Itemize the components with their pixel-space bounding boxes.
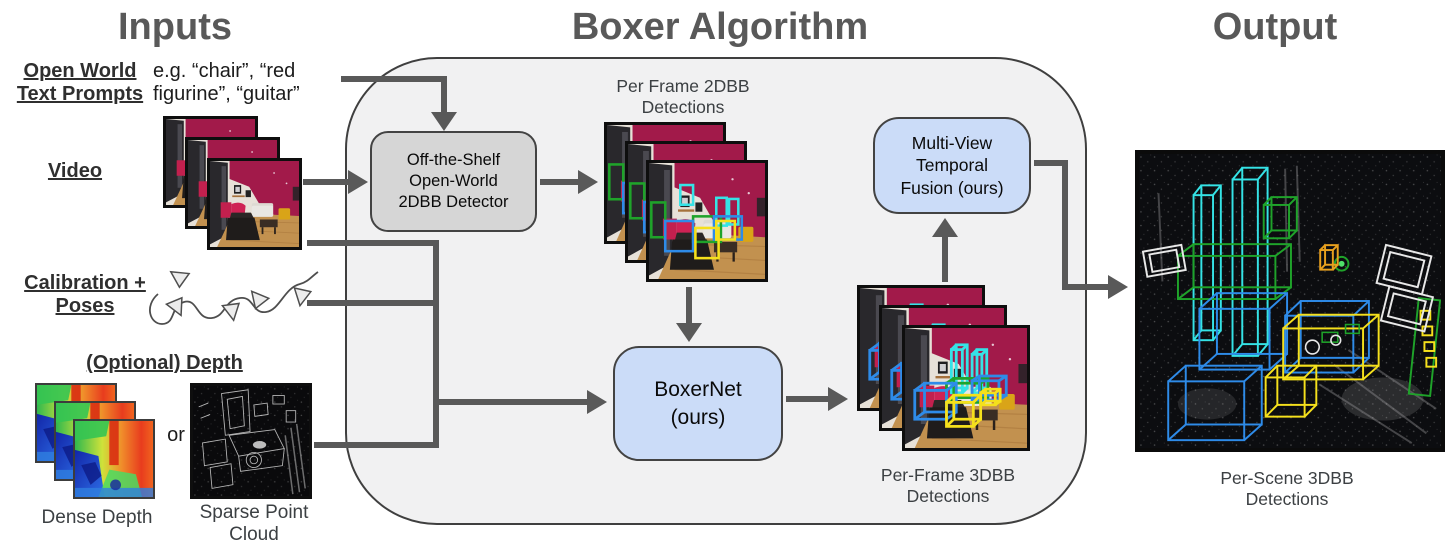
video-label: Video — [47, 160, 103, 182]
detections-3d-label: Per-Frame 3DBB Detections — [880, 465, 1016, 507]
arrowhead-into-2dbb — [578, 170, 598, 194]
arrowhead-into-detector — [348, 170, 368, 194]
arrow-prompts-to-detector — [441, 76, 447, 114]
arrow-fusion-to-output — [1062, 284, 1108, 290]
arrowhead-into-boxernet — [587, 390, 607, 414]
arrow-detector-to-2dbb — [540, 179, 578, 185]
arrow-video-to-detector — [303, 179, 349, 185]
arrow-prompts-to-detector — [341, 76, 447, 82]
arrowhead-into-detector — [431, 112, 457, 131]
or-label: or — [167, 424, 185, 446]
arrow-2dbb-to-boxernet — [686, 287, 692, 323]
detections-2d-stack — [604, 122, 769, 283]
video-frame-photo — [207, 158, 302, 250]
arrow-fusion-to-output — [1034, 160, 1068, 166]
per-scene-label: Per-Scene 3DBB Detections — [1220, 468, 1354, 510]
arrow-boxernet-to-3dbb — [786, 396, 828, 402]
text-prompts-label: Open World Text Prompts — [16, 60, 144, 106]
fusion-box: Multi-View Temporal Fusion (ours) — [873, 117, 1031, 214]
sparse-point-cloud-image — [190, 383, 312, 499]
detections-2d-label: Per Frame 2DBB Detections — [616, 76, 750, 118]
arrow-3dbb-to-fusion — [942, 236, 948, 282]
boxernet-box: BoxerNet (ours) — [613, 346, 783, 461]
text-prompts-example: e.g. “chair”, “red figurine”, “guitar” — [153, 60, 300, 106]
arrowhead-into-output — [1108, 275, 1128, 299]
calibration-poses-label: Calibration + Poses — [24, 272, 146, 318]
arrow-bus-to-boxernet — [439, 399, 587, 405]
optional-depth-label: (Optional) Depth — [86, 352, 243, 374]
detection-2d-photo — [646, 160, 768, 282]
connector-poses-to-bus — [307, 300, 439, 306]
detection-3d-photo — [902, 325, 1030, 451]
detector-box: Off-the-Shelf Open-World 2DBB Detector — [370, 131, 537, 232]
connector-input-bus — [433, 240, 439, 448]
output-header: Output — [1212, 6, 1338, 48]
camera-trajectory-illustration — [148, 262, 320, 340]
connector-depth-to-bus — [314, 442, 439, 448]
per-scene-output-image — [1135, 150, 1445, 452]
arrowhead-into-boxernet — [676, 323, 702, 342]
depth-map-image — [73, 419, 155, 499]
dense-depth-stack — [35, 383, 156, 500]
sparse-point-cloud-label: Sparse Point Cloud — [199, 502, 309, 546]
arrow-fusion-to-output — [1062, 160, 1068, 290]
detections-3d-stack — [857, 285, 1031, 452]
dense-depth-label: Dense Depth — [41, 507, 153, 528]
algorithm-header: Boxer Algorithm — [571, 6, 869, 48]
connector-video-to-bus — [307, 240, 439, 246]
inputs-header: Inputs — [118, 6, 232, 48]
arrowhead-into-3dbb — [828, 387, 848, 411]
arrowhead-into-fusion — [932, 218, 958, 237]
video-frames-stack — [163, 116, 303, 251]
